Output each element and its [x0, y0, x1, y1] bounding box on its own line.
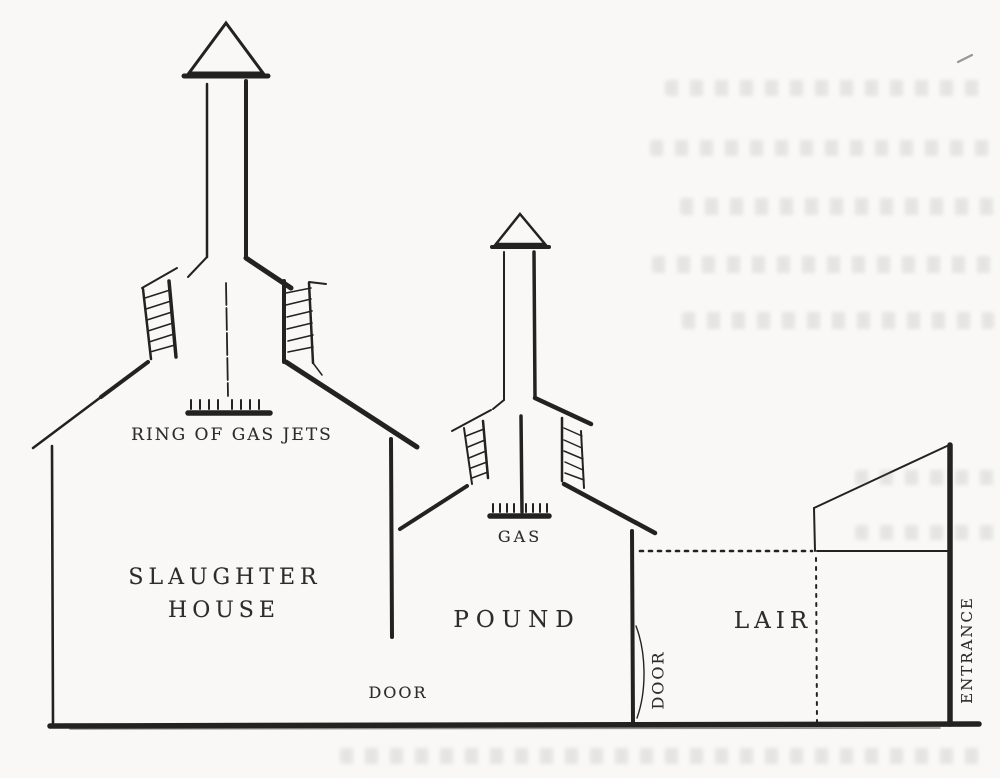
- pound-right-roof-lower: [561, 481, 658, 536]
- gas-jet-bar-icon: [185, 399, 273, 416]
- slaughterhouse-pound-wall: [389, 437, 394, 639]
- roof-vent-hatched-icon: [560, 416, 585, 489]
- roof-vent-hatched-icon: [282, 279, 327, 365]
- door-label-slaughterhouse: DOOR: [368, 683, 428, 702]
- pound-chimney-cowl-icon: [490, 212, 551, 249]
- ground-line-shadow: [69, 727, 941, 730]
- slaughter-house-label-line1: SLAUGHTER: [128, 565, 322, 590]
- pound-lair-wall: [630, 529, 635, 725]
- slaughter-house-label-line2: HOUSE: [168, 598, 280, 623]
- door-swing-arc: [635, 625, 645, 719]
- lair-label: LAIR: [733, 608, 813, 634]
- slaughterhouse-left-wall: [50, 444, 55, 725]
- gas-label: GAS: [497, 527, 543, 546]
- entrance-label: ENTRANCE: [958, 596, 976, 704]
- slaughterhouse-chimney-shaft: [187, 79, 294, 397]
- roof-vent-hatched-icon: [463, 419, 490, 485]
- pound-chimney-shaft: [492, 250, 594, 514]
- pound-left-roof-upper: [451, 409, 492, 432]
- slaughterhouse-left-roof: [31, 267, 178, 450]
- lair-roof: [813, 445, 949, 552]
- ring-of-gas-jets-label: RING OF GAS JETS: [131, 425, 333, 445]
- slaughterhouse-right-roof: [283, 359, 420, 450]
- pound-label: POUND: [453, 607, 581, 633]
- gas-jet-bar-icon: [487, 503, 552, 519]
- stray-ink-mark: [956, 53, 974, 64]
- slaughterhouse-chimney-cowl-icon: [181, 20, 271, 79]
- door-label-pound-lair: DOOR: [648, 650, 668, 710]
- roof-vent-hatched-icon: [141, 279, 178, 361]
- pound-left-roof-lower: [398, 484, 469, 531]
- dotted-partition-line: [638, 549, 818, 723]
- ground-line: [47, 721, 982, 729]
